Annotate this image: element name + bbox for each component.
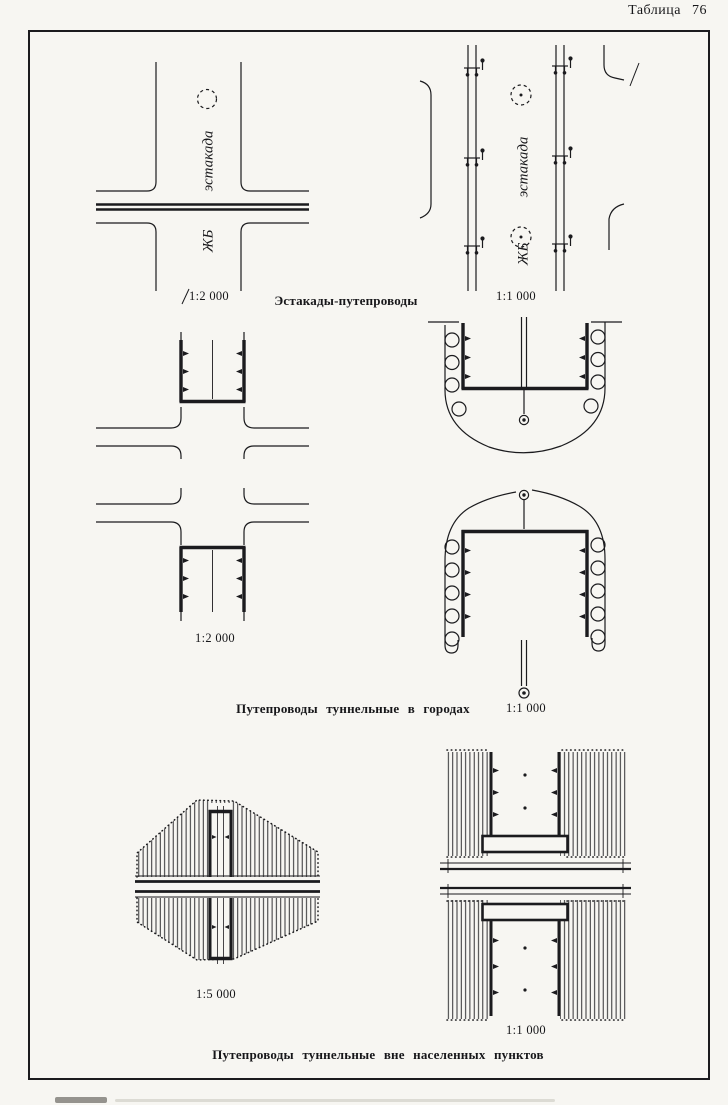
scale-label-rural-left: 1:5 000 [196, 987, 236, 1001]
pier-support-icon [551, 55, 574, 76]
caption-city-tunnels: Путепроводы туннельные в городах [236, 701, 470, 716]
city-tunnel-1-1000-south-diagram [444, 489, 606, 699]
estakada-word-label: эстакада [200, 130, 217, 192]
scan-artifact [115, 1099, 555, 1102]
lamp-icon [518, 414, 530, 426]
city-tunnel-1-2000-south-diagram [96, 488, 309, 621]
pier-support-icon [551, 145, 574, 166]
rural-tunnel-1-5000-diagram [135, 799, 320, 964]
scan-artifact [55, 1097, 107, 1103]
lamp-icon [518, 489, 530, 501]
city-tunnel-1-2000-north-diagram [96, 332, 309, 459]
pier-support-icon [463, 235, 486, 256]
caption-rural-tunnels: Путепроводы туннельные вне населенных пу… [212, 1047, 544, 1062]
pier-support-icon [551, 233, 574, 254]
pier-support-icon [463, 147, 486, 168]
estakada-1-2000-diagram [96, 62, 309, 305]
caption-estakady: Эстакады-путепроводы [274, 293, 418, 308]
scale-label-rural-right: 1:1 000 [506, 1023, 546, 1037]
city-tunnel-1-1000-north-diagram [428, 317, 622, 454]
pier-support-icon [463, 57, 486, 78]
lamp-icon [518, 687, 530, 699]
table-frame [28, 30, 710, 1080]
scale-label-estakada-right: 1:1 000 [496, 289, 536, 303]
zhb-material-label: ЖБ [200, 229, 217, 253]
scale-label-city-right: 1:1 000 [506, 701, 546, 715]
estakada-1-1000-diagram [419, 45, 640, 291]
scale-label-city-left: 1:2 000 [195, 631, 235, 645]
scan-slash-mark [181, 288, 190, 305]
estakada-word-label: эстакада [515, 136, 532, 198]
scan-slash-mark [629, 62, 640, 87]
scale-label-estakada-left: 1:2 000 [189, 289, 229, 303]
table-title: Таблица 76 [628, 3, 707, 18]
zhb-material-label: ЖБ [515, 242, 532, 266]
rural-tunnel-1-1000-diagram [440, 749, 631, 1021]
